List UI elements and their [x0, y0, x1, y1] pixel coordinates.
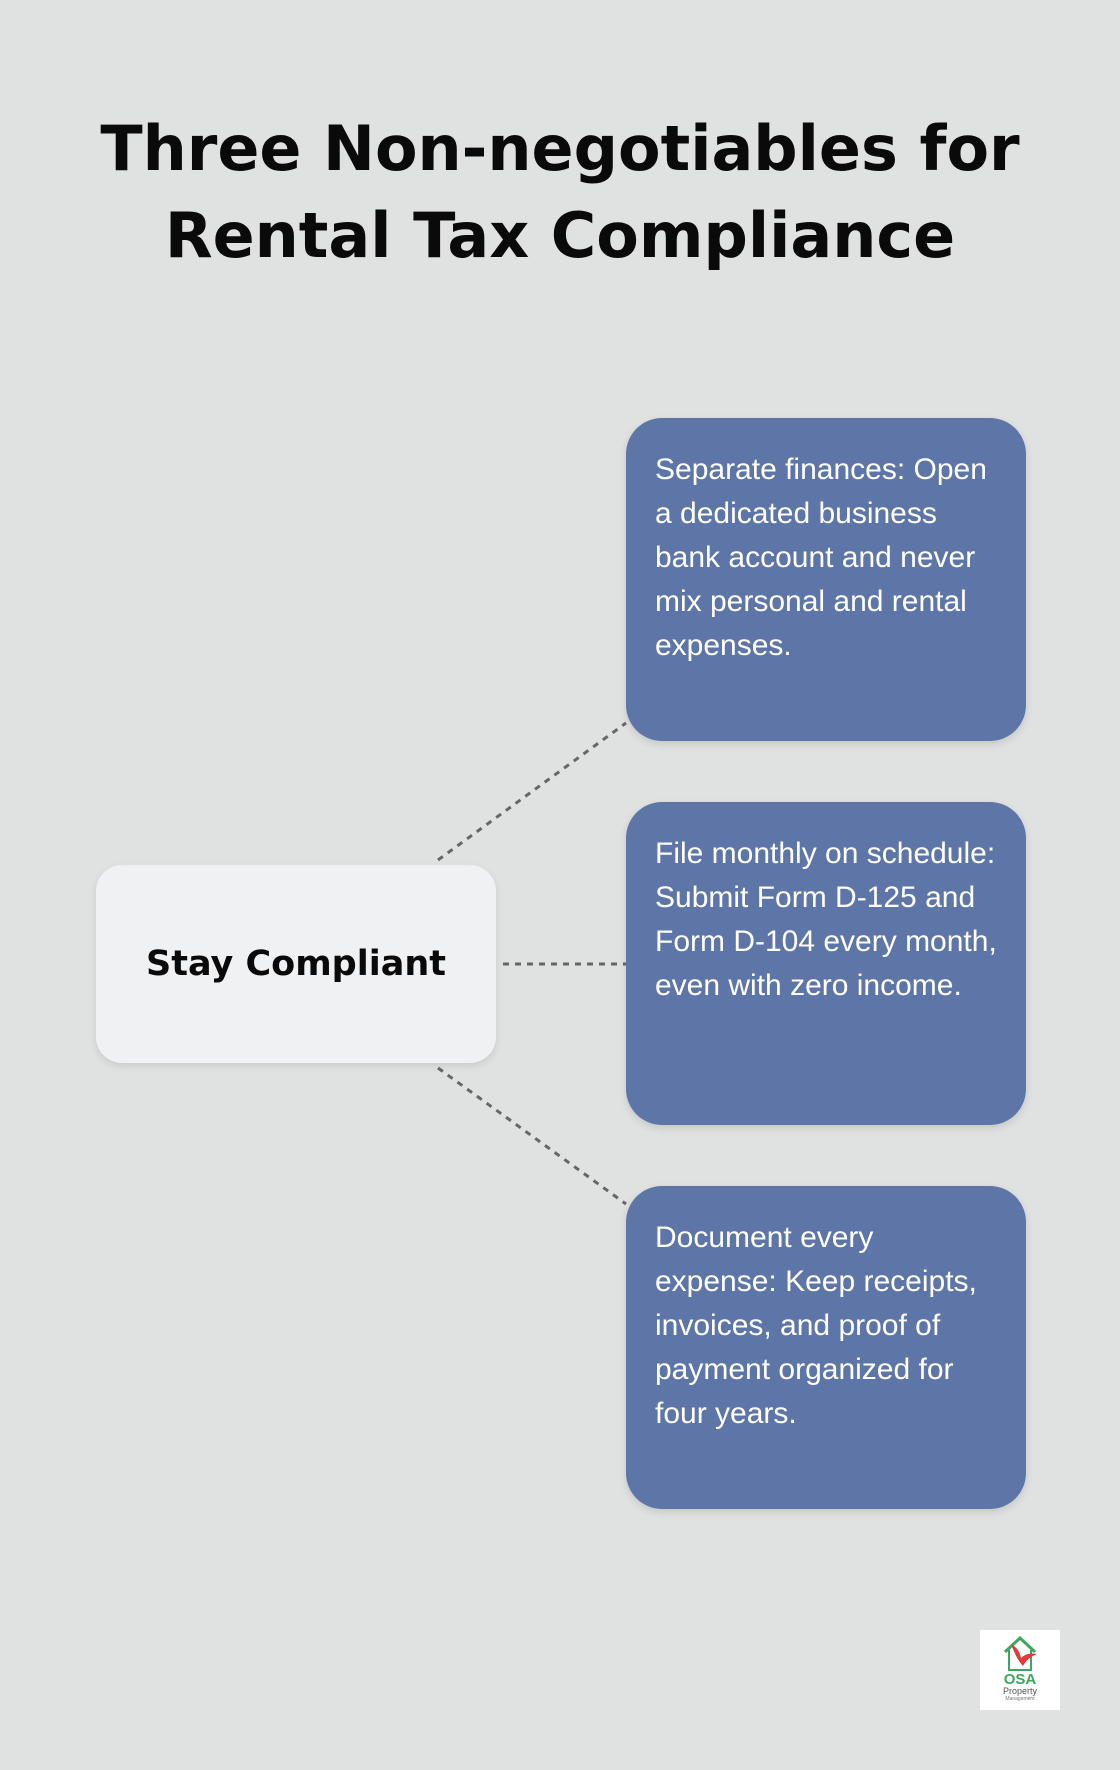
house-bird-icon	[1003, 1635, 1037, 1671]
diagram-title: Three Non-negotiables for Rental Tax Com…	[0, 105, 1120, 279]
logo-line-2: Property	[1002, 1686, 1037, 1696]
logo-line-3: Management	[1005, 1696, 1035, 1702]
company-logo: OSA Property Management	[980, 1630, 1060, 1710]
item-box-1: Separate finances: Open a dedicated busi…	[626, 418, 1026, 741]
item-box-2: File monthly on schedule: Submit Form D-…	[626, 802, 1026, 1125]
center-node: Stay Compliant	[96, 865, 496, 1063]
logo-name: OSA	[1003, 1671, 1037, 1688]
connector-top	[437, 721, 627, 862]
title-line-2: Rental Tax Compliance	[164, 199, 956, 272]
item-box-3: Document every expense: Keep receipts, i…	[626, 1186, 1026, 1509]
connector-bottom	[437, 1066, 627, 1206]
title-line-1: Three Non-negotiables for	[100, 112, 1020, 185]
center-node-label: Stay Compliant	[146, 944, 446, 984]
